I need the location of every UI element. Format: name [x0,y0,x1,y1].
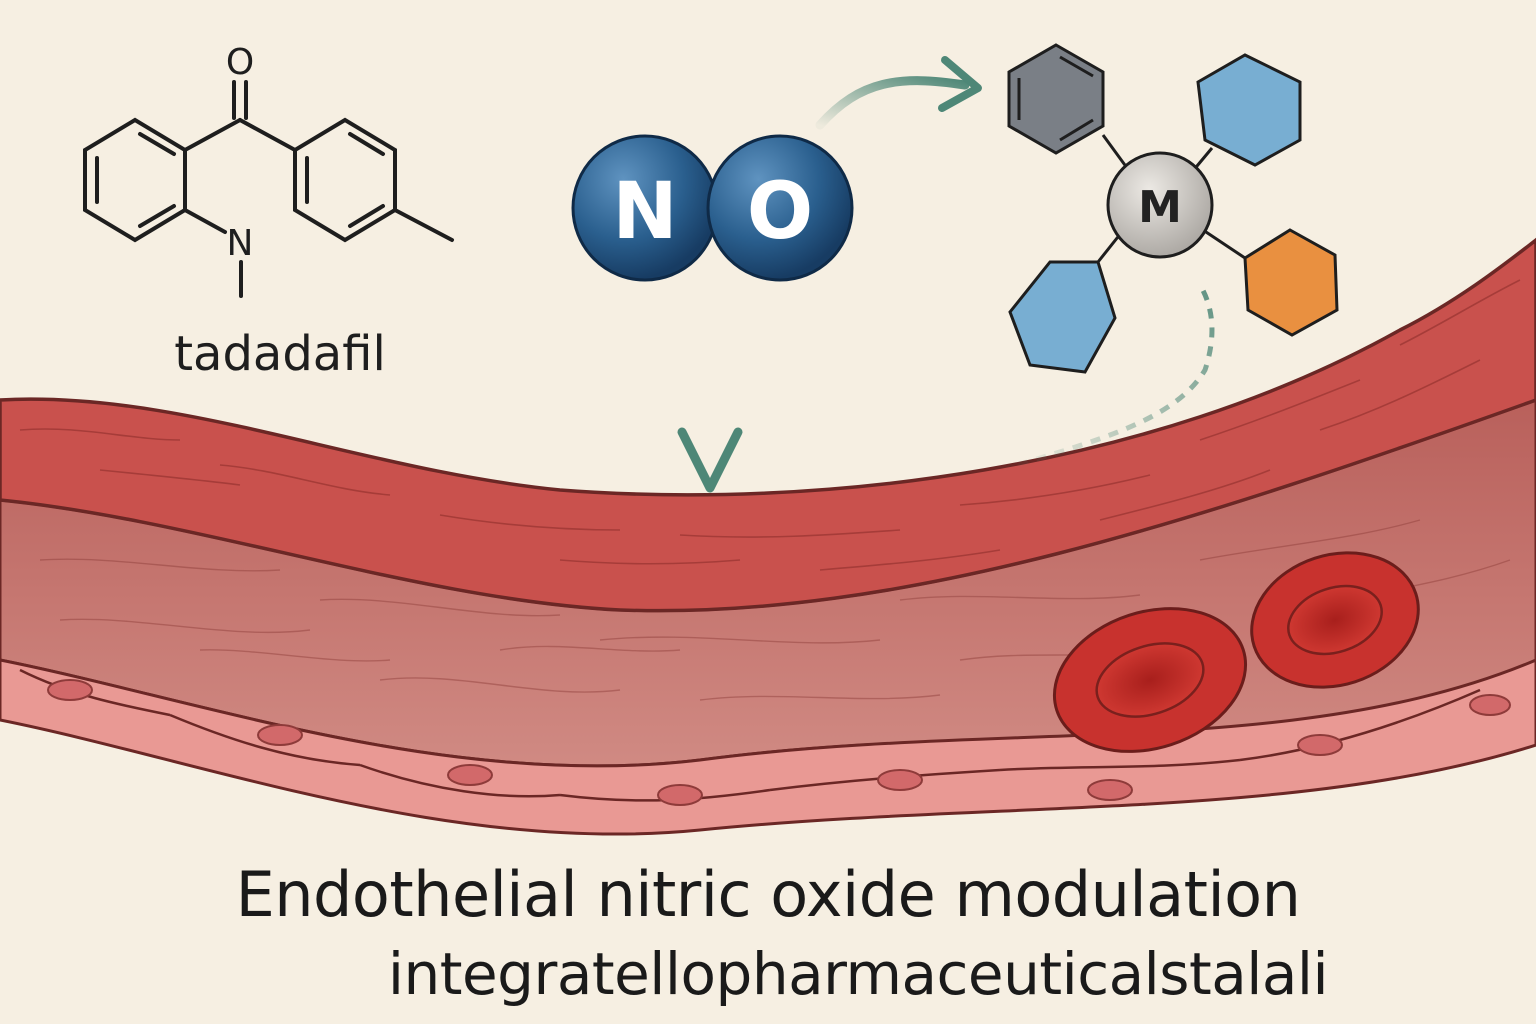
metal-complex: M [1007,43,1339,374]
vessel-outer-wall [0,237,1536,613]
phenyl-ring [1007,43,1105,155]
molecule-name-label: tadadafil [174,326,386,382]
tadalafil-structure [83,80,454,298]
endothelium-layer [0,658,1536,836]
ligand-hexagon-blue [1008,260,1117,374]
metal-center-label: M [1138,182,1182,233]
oxygen-atom-label: O [226,42,254,83]
arrow-no-to-vessel [677,290,743,493]
metal-center [1106,151,1214,259]
oxygen-atom [706,134,854,282]
caption-title: Endothelial nitric oxide modulation [235,858,1301,931]
dashed-link-complex-to-vessel [999,283,1215,473]
oxygen-atom-label: O [747,167,813,257]
wall-fibres [19,279,1521,571]
arrow-no-to-complex [815,56,982,130]
nitrogen-atom-label: N [227,223,254,264]
nitrogen-atom-label: N [612,167,677,257]
nitric-oxide-molecule: N O [571,134,854,282]
endothelial-cells [19,668,1511,806]
red-blood-cells [1052,551,1420,753]
ligand-hexagon-orange [1243,228,1339,337]
ligand-hexagon-blue [1196,53,1302,167]
caption-subtitle: integratellopharmaceuticalstalali [387,940,1329,1008]
red-blood-cell [1250,551,1420,689]
red-blood-cell [1052,607,1248,753]
